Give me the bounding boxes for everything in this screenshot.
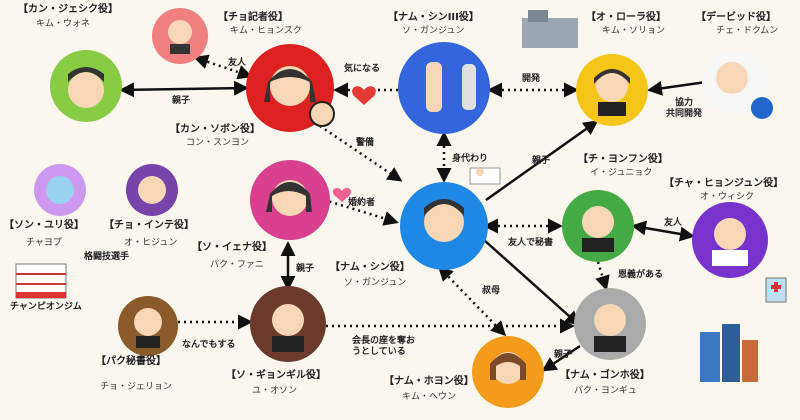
angry-boss-icon — [272, 304, 304, 336]
salaryman-icon — [134, 308, 162, 336]
role-jo-inte: 【チョ・インテ役】 — [104, 220, 194, 231]
secretary-icon — [582, 206, 614, 238]
actor-kang-sobon: コン・スンヨン — [186, 138, 250, 148]
sick-face-icon — [46, 176, 74, 204]
role-nam-hoyon: 【ナム・ホヨン役】 — [384, 376, 474, 387]
portrait-jo-reporter — [152, 8, 208, 64]
actor-nam-shin: ソ・ガンジュン — [344, 278, 407, 288]
line-yonghun-gonho — [595, 261, 610, 291]
portrait-nam-gonho — [574, 288, 646, 360]
portrait-oh-rora — [576, 54, 648, 126]
hospital-building-icon — [765, 277, 787, 303]
role-song-yuri: 【ソン・ユリ役】 — [4, 220, 84, 231]
machine-illustration — [522, 10, 578, 48]
actor-jo-inte: オ・ヒジュン — [124, 238, 178, 248]
actor-cha-hyonjun: オ・ウィシク — [700, 192, 755, 202]
business-woman-icon — [596, 70, 628, 102]
young-man-icon — [424, 202, 464, 242]
actor-ji-yonghun: イ・ジュニョク — [590, 168, 653, 178]
actor-kang-jaesik: キム・ウォネ — [36, 19, 91, 29]
line-yonghun-hyonjun — [631, 220, 695, 242]
relation-kakutou: 格闘技選手 — [84, 252, 130, 262]
hospital-bed-icon — [469, 167, 501, 185]
line-jaesik-sobon — [119, 80, 249, 98]
role-oh-rora: 【オ・ローラ役】 — [586, 12, 666, 23]
role-nam-shin3: 【ナム・シンIII役】 — [388, 12, 479, 23]
line-yena-shin — [317, 196, 399, 226]
relation-kaihatsu: 開発 — [522, 74, 541, 84]
role-cha-hyonjun: 【チャ・ヒョンジュン役】 — [664, 178, 784, 189]
line-gonho-hoyon — [541, 344, 581, 372]
heart-icon — [332, 188, 352, 202]
line-shin-hoyon — [437, 265, 507, 337]
portrait-nam-shin — [400, 182, 488, 270]
boxing-ring-icon — [15, 263, 67, 299]
place-gym: チャンピオンジム — [10, 302, 82, 312]
portrait-kang-sobon — [246, 44, 335, 132]
relation-yujin-de-hisho: 友人で秘書 — [508, 238, 554, 248]
doctor-icon — [714, 218, 746, 250]
actor-nam-shin3: ソ・ガンジュン — [402, 26, 465, 36]
relation-kaichou: 会長の座を奪お うとしている — [352, 336, 416, 357]
relation-oyako-2: 親子 — [532, 156, 551, 166]
relation-keibi: 警備 — [356, 138, 375, 148]
relation-nandemo: なんでもする — [182, 340, 236, 350]
role-kang-jaesik: 【カン・ジェシク役】 — [18, 4, 118, 15]
portrait-seo-jongil — [250, 286, 326, 362]
portrait-song-yuri — [34, 164, 86, 216]
man-face-icon — [68, 72, 104, 108]
portrait-ji-yonghun — [562, 190, 634, 262]
role-ji-yonghun: 【チ・ヨンフン役】 — [578, 154, 668, 165]
relation-migawari: 身代わり — [452, 154, 489, 164]
relation-yujin-2: 友人 — [664, 218, 683, 228]
actor-nam-gonho: パク・ヨンギュ — [574, 386, 637, 396]
relation-konyakusha: 婚約者 — [348, 198, 376, 208]
role-seo-yena: 【ソ・イェナ役】 — [192, 242, 272, 253]
portrait-david — [702, 50, 773, 119]
photographer-icon — [168, 20, 192, 44]
role-park-secretary: 【パク秘書役】 — [96, 356, 166, 367]
role-nam-shin: 【ナム・シン役】 — [330, 262, 410, 273]
role-jo-reporter: 【チョ記者役】 — [218, 12, 288, 23]
heart-icon — [352, 86, 376, 105]
relation-yujin-1: 友人 — [228, 58, 247, 68]
role-nam-gonho: 【ナム・ゴンホ役】 — [560, 370, 650, 381]
portrait-cha-hyonjun — [692, 202, 768, 278]
actor-song-yuri: チャヨプ — [26, 238, 62, 248]
actor-nam-hoyon: キム・ヘウン — [402, 392, 457, 402]
line-sobon-shin — [319, 124, 403, 182]
line-shin-gonho — [483, 239, 581, 326]
relation-oyako-3: 親子 — [296, 264, 315, 274]
role-seo-jongil: 【ソ・ギョンギル役】 — [226, 370, 326, 381]
actor-seo-jongil: ユ・オソン — [252, 386, 298, 396]
portrait-kang-jaesik — [50, 50, 122, 122]
engineer-icon — [716, 62, 748, 94]
actor-jo-reporter: キム・ヒョンスク — [230, 26, 302, 36]
sleepy-face-icon — [138, 176, 166, 204]
portrait-nam-hoyon — [472, 336, 544, 408]
office-buildings-icon — [700, 324, 758, 382]
portrait-park-secretary — [118, 296, 178, 356]
relation-oyako-4: 親子 — [554, 350, 573, 360]
line-david-rora — [647, 80, 707, 96]
actor-david: チェ・ドクムン — [716, 26, 779, 36]
role-david: 【デービッド役】 — [696, 12, 776, 23]
line-shin-rora — [485, 120, 599, 202]
relation-kininaru: 気になる — [344, 64, 381, 74]
relation-shukubo: 叔母 — [482, 286, 501, 296]
portrait-nam-shin3 — [398, 42, 490, 134]
relation-kyoryoku: 協力 共同開発 — [666, 98, 703, 119]
actor-seo-yena: パク・ファニ — [210, 260, 264, 270]
actor-park-secretary: チョ・ジェリョン — [100, 382, 173, 392]
role-kang-sobon: 【カン・ソボン役】 — [170, 124, 260, 135]
relation-oyako-1: 親子 — [172, 96, 191, 106]
relation-onkgi: 恩義がある — [618, 270, 664, 280]
android-icon — [426, 62, 442, 112]
portrait-seo-yena — [250, 160, 330, 240]
elder-man-icon — [594, 304, 626, 336]
actor-oh-rora: キム・ソリョン — [602, 26, 666, 36]
portrait-jo-inte — [126, 164, 178, 216]
